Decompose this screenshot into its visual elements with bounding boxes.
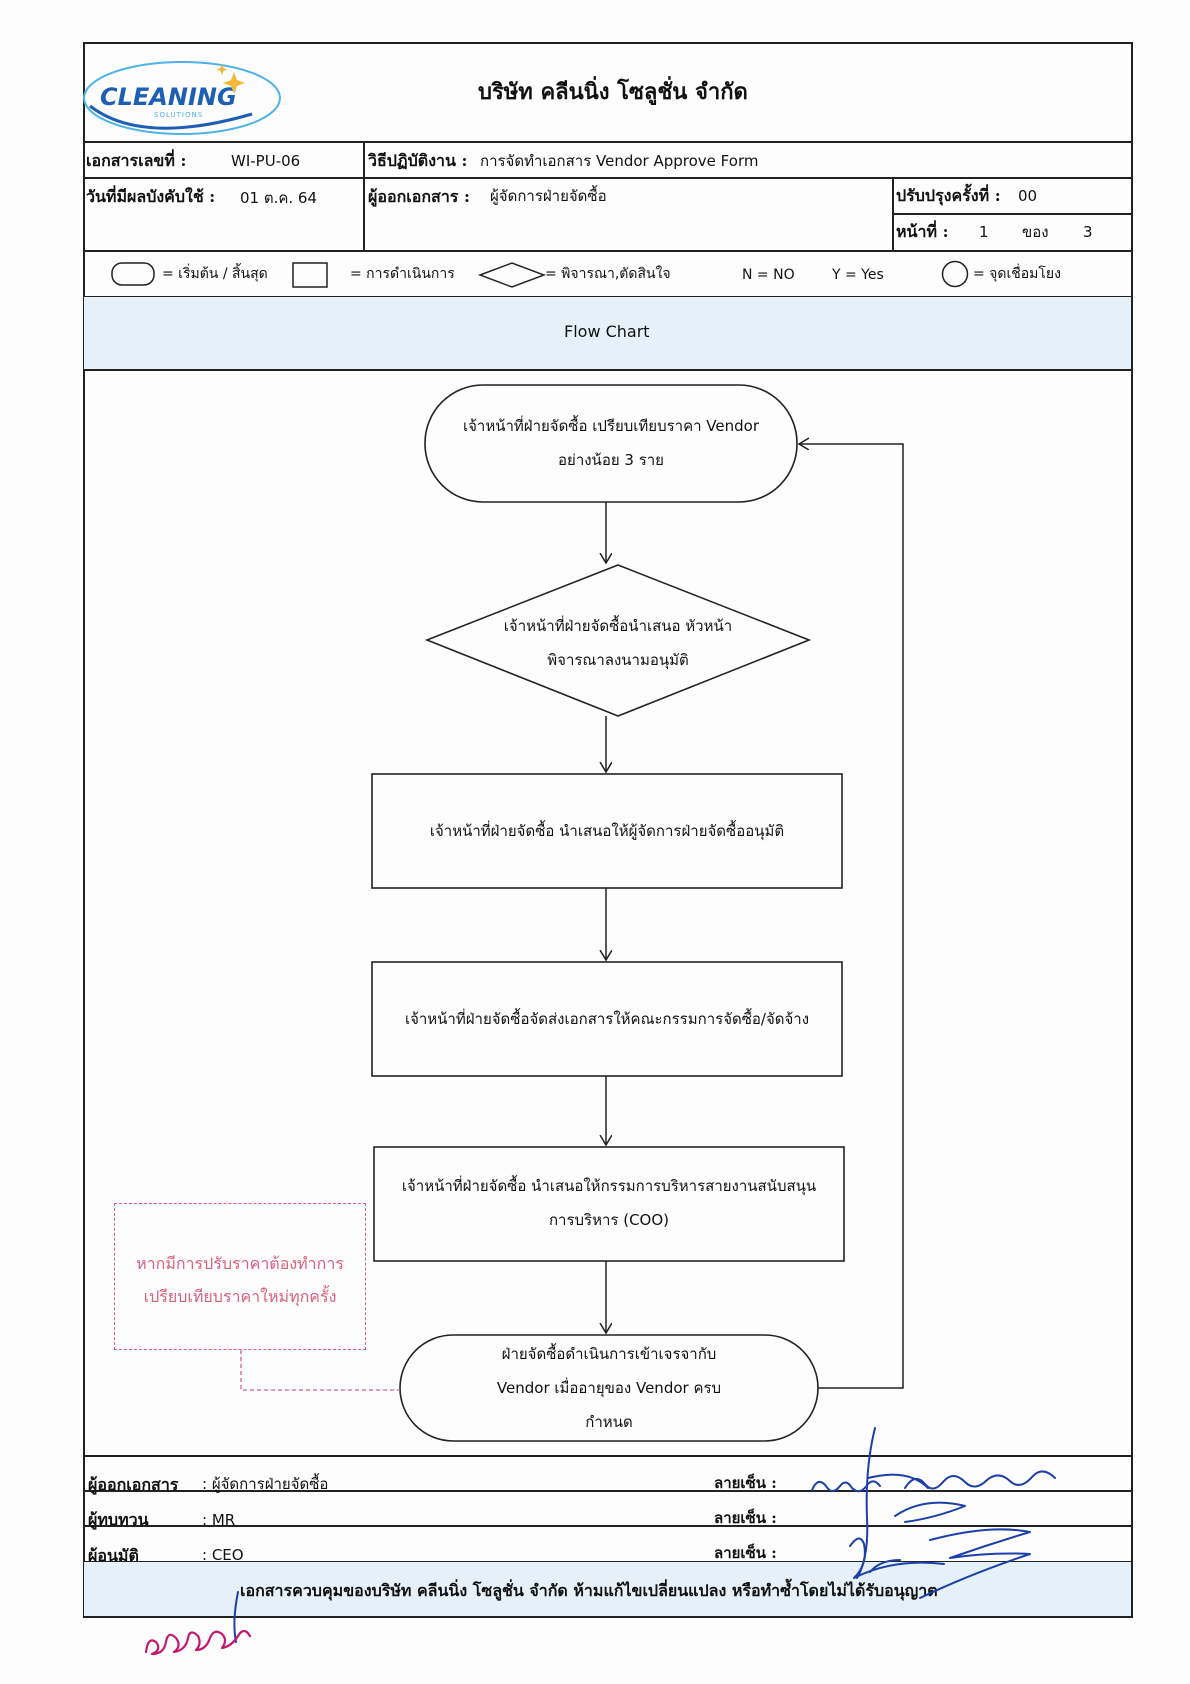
start-text-line1: เจ้าหน้าที่ฝ่ายจัดซื้อ เปรียบเทียบราคา V… bbox=[462, 417, 760, 435]
signoff-issuer-sign-label: ลายเซ็น : bbox=[714, 1474, 777, 1492]
legend-connector-label: = จุดเชื่อมโยง bbox=[973, 266, 1061, 282]
document-frame bbox=[83, 42, 1133, 1618]
step2-process-shape bbox=[371, 961, 843, 1077]
price-note-box bbox=[114, 1203, 366, 1350]
end-text-line3: กำหนด bbox=[585, 1413, 633, 1431]
step3-text: เจ้าหน้าที่ฝ่ายจัดซื้อ นำเสนอให้กรรมการบ… bbox=[374, 1169, 844, 1237]
legend-decision-icon bbox=[478, 262, 546, 288]
signoff-issuer-value: : ผู้จัดการฝ่ายจัดซื้อ bbox=[202, 1475, 329, 1493]
step3-text-line2: การบริหาร (COO) bbox=[548, 1211, 670, 1229]
effective-date-value: 01 ต.ค. 64 bbox=[240, 189, 318, 207]
info-divider-2 bbox=[892, 177, 894, 250]
issuer-value: ผู้จัดการฝ่ายจัดซื้อ bbox=[490, 187, 607, 205]
legend-process-label: = การดำเนินการ bbox=[350, 266, 455, 282]
legend-rule-top bbox=[84, 250, 1132, 252]
end-text: ฝ่ายจัดซื้อดำเนินการเข้าเจรจากับ Vendor … bbox=[400, 1337, 818, 1439]
signoff-reviewer-sign-label: ลายเซ็น : bbox=[714, 1509, 777, 1527]
revision-value: 00 bbox=[1018, 187, 1038, 205]
step3-text-line1: เจ้าหน้าที่ฝ่ายจัดซื้อ นำเสนอให้กรรมการบ… bbox=[401, 1177, 817, 1195]
end-text-line2: Vendor เมื่ออายุของ Vendor ครบ bbox=[496, 1379, 722, 1397]
procedure-label: วิธีปฏิบัติงาน : bbox=[368, 151, 468, 170]
page-rule bbox=[892, 213, 1132, 215]
info-divider-1 bbox=[363, 141, 365, 250]
signoff-rule-3 bbox=[84, 1525, 1132, 1527]
step1-text: เจ้าหน้าที่ฝ่ายจัดซื้อ นำเสนอให้ผู้จัดกา… bbox=[429, 822, 785, 840]
signoff-rule-4 bbox=[84, 1561, 1132, 1563]
legend-decision-label: = พิจารณา,ตัดสินใจ bbox=[545, 266, 671, 282]
decision-shape bbox=[424, 564, 812, 717]
issuer-label: ผู้ออกเอกสาร : bbox=[368, 187, 470, 206]
of-label: ของ bbox=[1022, 223, 1049, 241]
svg-text:CLEANING: CLEANING bbox=[100, 83, 237, 111]
decision-text-line1: เจ้าหน้าที่ฝ่ายจัดซื้อนำเสนอ หัวหน้า bbox=[503, 617, 733, 635]
of-value: 3 bbox=[1083, 223, 1093, 241]
start-text-line2: อย่างน้อย 3 ราย bbox=[558, 451, 664, 469]
page-value: 1 bbox=[979, 223, 989, 241]
flow-title-rule bbox=[84, 369, 1132, 371]
legend-connector-icon bbox=[941, 260, 969, 288]
page-label: หน้าที่ : bbox=[896, 222, 949, 241]
effective-date-label: วันที่มีผลบังคับใช้ : bbox=[86, 187, 216, 206]
decision-text-line2: พิจารณาลงนามอนุมัติ bbox=[547, 651, 689, 669]
price-note-text: หากมีการปรับราคาต้องทำการ เปรียบเทียบราค… bbox=[114, 1247, 366, 1313]
step2-text: เจ้าหน้าที่ฝ่ายจัดซื้อจัดส่งเอกสารให้คณะ… bbox=[404, 1010, 810, 1028]
decision-text: เจ้าหน้าที่ฝ่ายจัดซื้อนำเสนอ หัวหน้า พิจ… bbox=[427, 609, 809, 677]
info-rule bbox=[84, 177, 1132, 179]
legend-terminal-icon bbox=[111, 262, 155, 286]
footer-notice: เอกสารควบคุมของบริษัท คลีนนิ่ง โซลูชั่น … bbox=[240, 1581, 938, 1600]
svg-text:SOLUTIONS: SOLUTIONS bbox=[154, 111, 203, 119]
company-logo: CLEANING SOLUTIONS bbox=[83, 61, 281, 135]
header-rule bbox=[84, 141, 1132, 143]
flow-title: Flow Chart bbox=[564, 322, 650, 341]
end-text-line1: ฝ่ายจัดซื้อดำเนินการเข้าเจรจากับ bbox=[501, 1345, 717, 1363]
signoff-rule-top bbox=[84, 1455, 1132, 1457]
legend-process-icon bbox=[292, 262, 328, 288]
step3-process-shape bbox=[373, 1146, 845, 1262]
footer-band bbox=[84, 1562, 1131, 1616]
doc-no-value: WI-PU-06 bbox=[231, 152, 301, 170]
revision-label: ปรับปรุงครั้งที่ : bbox=[896, 186, 1001, 205]
doc-no-label: เอกสารเลขที่ : bbox=[86, 151, 187, 170]
step1-process-shape bbox=[371, 773, 843, 889]
legend-terminal-label: = เริ่มต้น / สิ้นสุด bbox=[162, 266, 268, 282]
flow-title-band bbox=[84, 297, 1131, 369]
legend-yes-label: Y = Yes bbox=[832, 267, 884, 283]
legend-no-label: N = NO bbox=[742, 267, 795, 283]
procedure-value: การจัดทำเอกสาร Vendor Approve Form bbox=[480, 152, 759, 170]
loop-back-connector bbox=[799, 444, 904, 1389]
signoff-reviewer-value: : MR bbox=[202, 1511, 236, 1529]
signoff-rule-2 bbox=[84, 1490, 1132, 1492]
signoff-approver-value: : CEO bbox=[202, 1546, 244, 1564]
start-text: เจ้าหน้าที่ฝ่ายจัดซื้อ เปรียบเทียบราคา V… bbox=[425, 409, 797, 477]
signoff-reviewer-label: ผู้ทบทวน bbox=[88, 1510, 149, 1529]
signoff-issuer-label: ผู้ออกเอกสาร bbox=[88, 1475, 179, 1494]
company-name: บริษัท คลีนนิ่ง โซลูชั่น จำกัด bbox=[478, 79, 748, 105]
price-note-line1: หากมีการปรับราคาต้องทำการ bbox=[136, 1254, 344, 1273]
start-terminal-shape bbox=[424, 384, 798, 503]
signoff-approver-label: ผู้อนุมัติ bbox=[88, 1546, 139, 1565]
signoff-approver-sign-label: ลายเซ็น : bbox=[714, 1544, 777, 1562]
price-note-line2: เปรียบเทียบราคาใหม่ทุกครั้ง bbox=[143, 1287, 337, 1306]
legend-rule-bottom bbox=[84, 296, 1132, 298]
